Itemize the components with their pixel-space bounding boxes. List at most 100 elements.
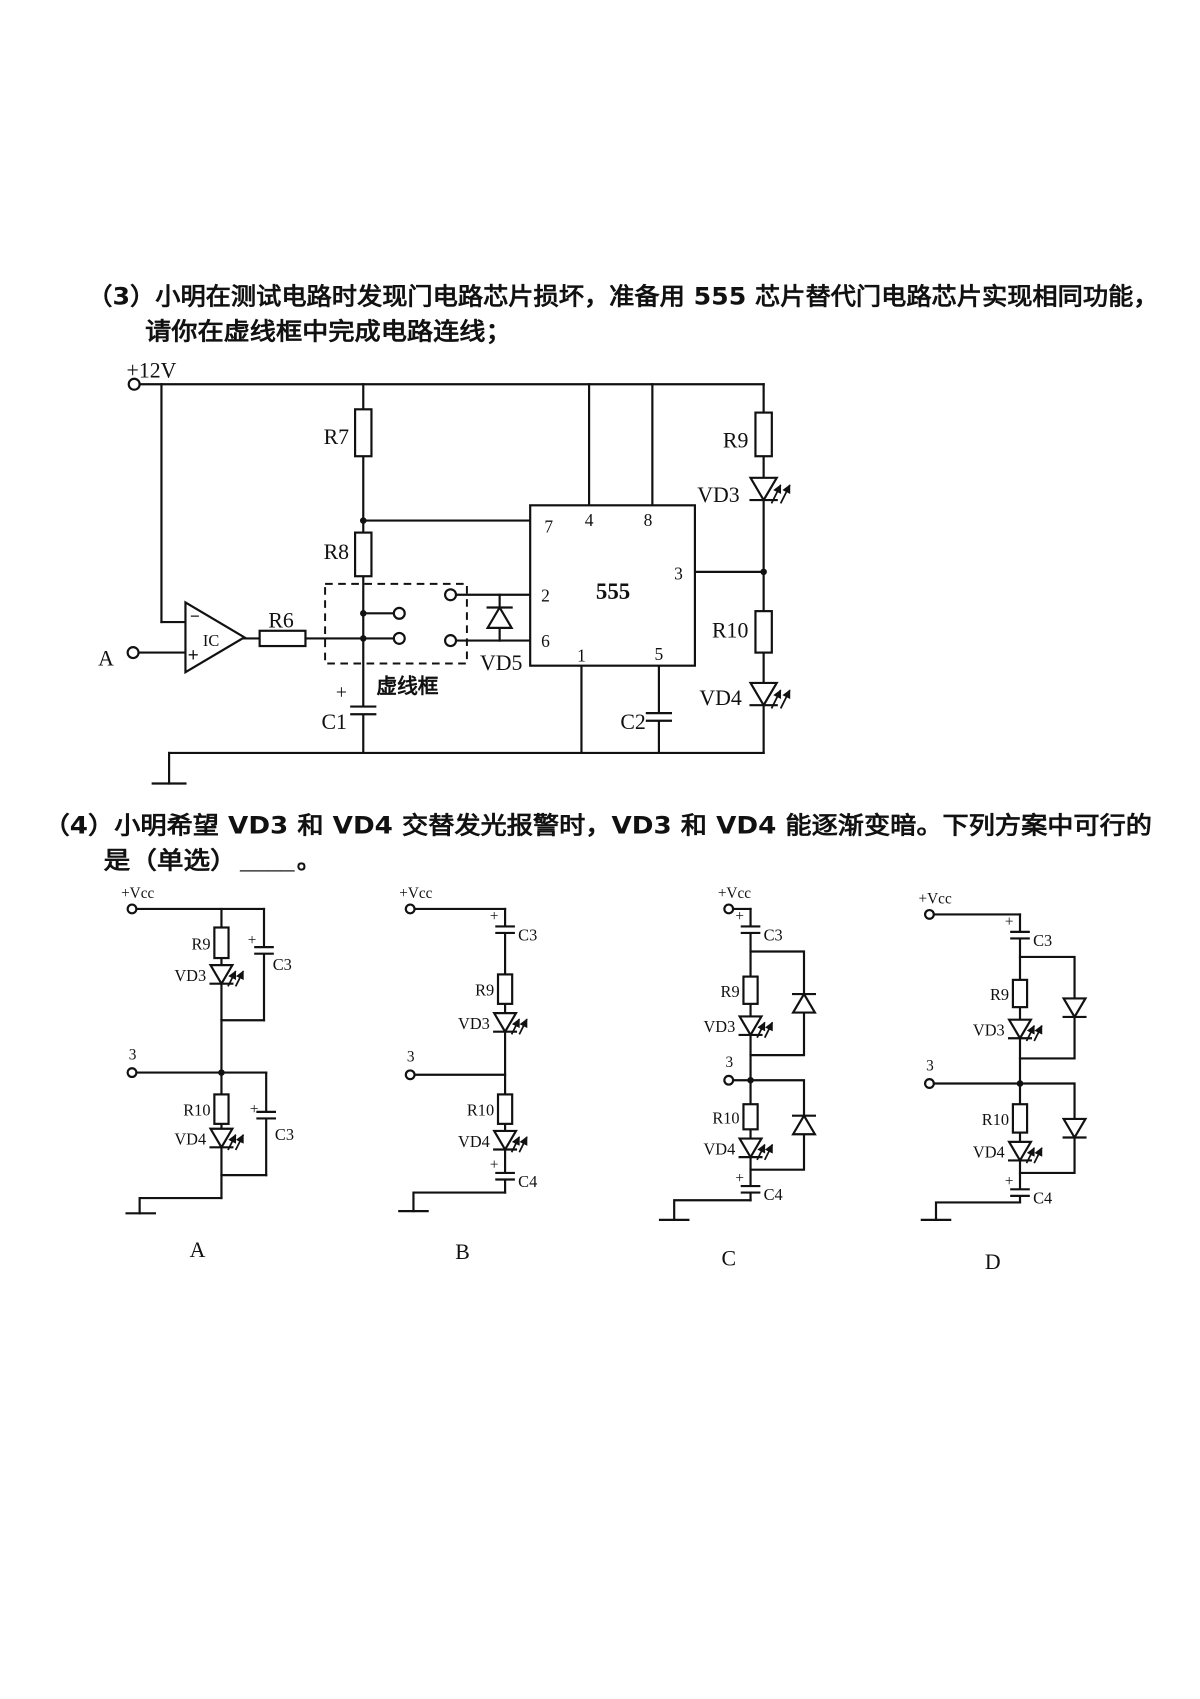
q4-end: 。	[297, 847, 321, 875]
arrow	[510, 1136, 521, 1153]
c4-label: C4	[518, 1172, 537, 1191]
capacitor-c1	[350, 705, 377, 716]
vd3-label: VD3	[174, 966, 206, 985]
diode-triangle	[492, 1012, 518, 1034]
capacitor-gap	[741, 926, 760, 933]
question-3: （3）小明在测试电路时发现门电路芯片损坏，准备用 555 芯片替代门电路芯片实现…	[87, 283, 1158, 346]
led-vd4	[737, 1137, 774, 1161]
resistor-r7	[354, 408, 373, 458]
pin-6-label: 6	[541, 631, 550, 651]
vcc-label: +Vcc	[919, 891, 952, 908]
terminal-3-label: 3	[926, 1057, 934, 1074]
pin-5-label: 5	[655, 644, 664, 664]
led-vd4	[748, 681, 791, 709]
led-vd3	[1007, 1018, 1043, 1042]
led-vd4	[1007, 1140, 1043, 1164]
led-vd3	[492, 1012, 528, 1035]
capacitor-gap	[646, 713, 671, 721]
q4-line1: （4）小明希望 VD3 和 VD4 交替发光报警时，VD3 和 VD4 能逐渐变…	[44, 812, 1152, 840]
light-arrows-icon	[510, 1136, 528, 1153]
vd4-label: VD4	[174, 1130, 206, 1149]
capacitor-gap	[496, 926, 514, 933]
capacitor-c4	[1010, 1188, 1030, 1197]
arrow	[227, 970, 237, 987]
pin-2-label: 2	[541, 585, 550, 605]
arrow	[756, 1021, 766, 1039]
vd4-label: VD4	[699, 686, 741, 710]
terminal-3-label: 3	[407, 1049, 415, 1066]
resistor-r10	[754, 610, 773, 654]
arrow	[779, 689, 791, 709]
input-terminal-a	[126, 646, 140, 660]
c1-plus: +	[336, 682, 347, 703]
led-vd4	[208, 1127, 245, 1151]
capacitor-gap	[1011, 1189, 1029, 1196]
arrow	[1033, 1147, 1043, 1164]
light-arrows-icon	[756, 1143, 774, 1161]
capacitor-gap	[741, 1186, 760, 1193]
vcc-terminal	[723, 903, 735, 915]
opamp-plus: +	[188, 645, 199, 666]
diode-triangle	[748, 681, 779, 708]
vcc-label: +Vcc	[121, 885, 154, 902]
resistor-r6	[258, 629, 307, 648]
arrow	[234, 970, 245, 987]
vcc-label: +Vcc	[399, 885, 432, 902]
capacitor-c3-lower	[256, 1110, 276, 1120]
capacitor-gap	[1011, 931, 1029, 939]
terminal-3-label: 3	[129, 1046, 137, 1063]
diode-triangle	[485, 605, 514, 629]
arrow	[518, 1136, 528, 1153]
r9-label: R9	[721, 982, 740, 1001]
dashed-box	[324, 582, 468, 665]
r10-label: R10	[467, 1101, 494, 1120]
led-vd4	[492, 1129, 528, 1153]
box-terminal	[392, 606, 406, 620]
dashed-box-label: 虚线框	[376, 674, 438, 698]
light-arrows-icon	[1025, 1147, 1043, 1164]
vcc-terminal	[923, 908, 935, 920]
light-arrows-icon	[227, 1133, 245, 1151]
resistor-r8	[354, 531, 373, 578]
plus-sign: +	[735, 1170, 744, 1187]
vd3-label: VD3	[697, 483, 739, 507]
diode-triangle	[492, 1129, 518, 1152]
arrow	[763, 1021, 774, 1039]
answer-blank[interactable]: ____	[239, 849, 296, 875]
resistor-r9	[754, 411, 773, 458]
r10-label: R10	[712, 1108, 739, 1127]
box-terminal	[443, 588, 458, 602]
c3-label: C3	[518, 926, 537, 945]
junction-dot	[360, 610, 367, 617]
capacitor-gap	[351, 706, 376, 715]
arrow	[1025, 1024, 1035, 1042]
diode-triangle	[748, 476, 779, 503]
c3-label: C3	[764, 926, 783, 945]
q3-line1: （3）小明在测试电路时发现门电路芯片损坏，准备用 555 芯片替代门电路芯片实现…	[87, 283, 1158, 311]
supply-terminal	[127, 377, 141, 391]
pin-7-label: 7	[544, 517, 553, 537]
arrow	[1033, 1024, 1043, 1042]
led-vd3	[737, 1015, 774, 1039]
resistor-r10	[213, 1093, 230, 1125]
plus-sign: +	[248, 932, 257, 949]
plus-sign: +	[490, 1157, 499, 1174]
capacitor-gap	[255, 947, 273, 954]
wire	[673, 1199, 752, 1221]
junction-dot	[360, 635, 367, 642]
supply-label: +12V	[127, 359, 177, 383]
c4-label: C4	[764, 1185, 783, 1204]
junction-dot	[218, 1069, 225, 1076]
r10-label: R10	[712, 618, 748, 642]
plus-sign: +	[1005, 1173, 1014, 1190]
box-terminal	[443, 634, 458, 648]
wire	[412, 1191, 507, 1213]
c3-label: C3	[1033, 931, 1052, 950]
parallel-diode-bottom	[1061, 1117, 1088, 1140]
pin-8-label: 8	[644, 510, 653, 530]
arrow	[770, 484, 782, 504]
